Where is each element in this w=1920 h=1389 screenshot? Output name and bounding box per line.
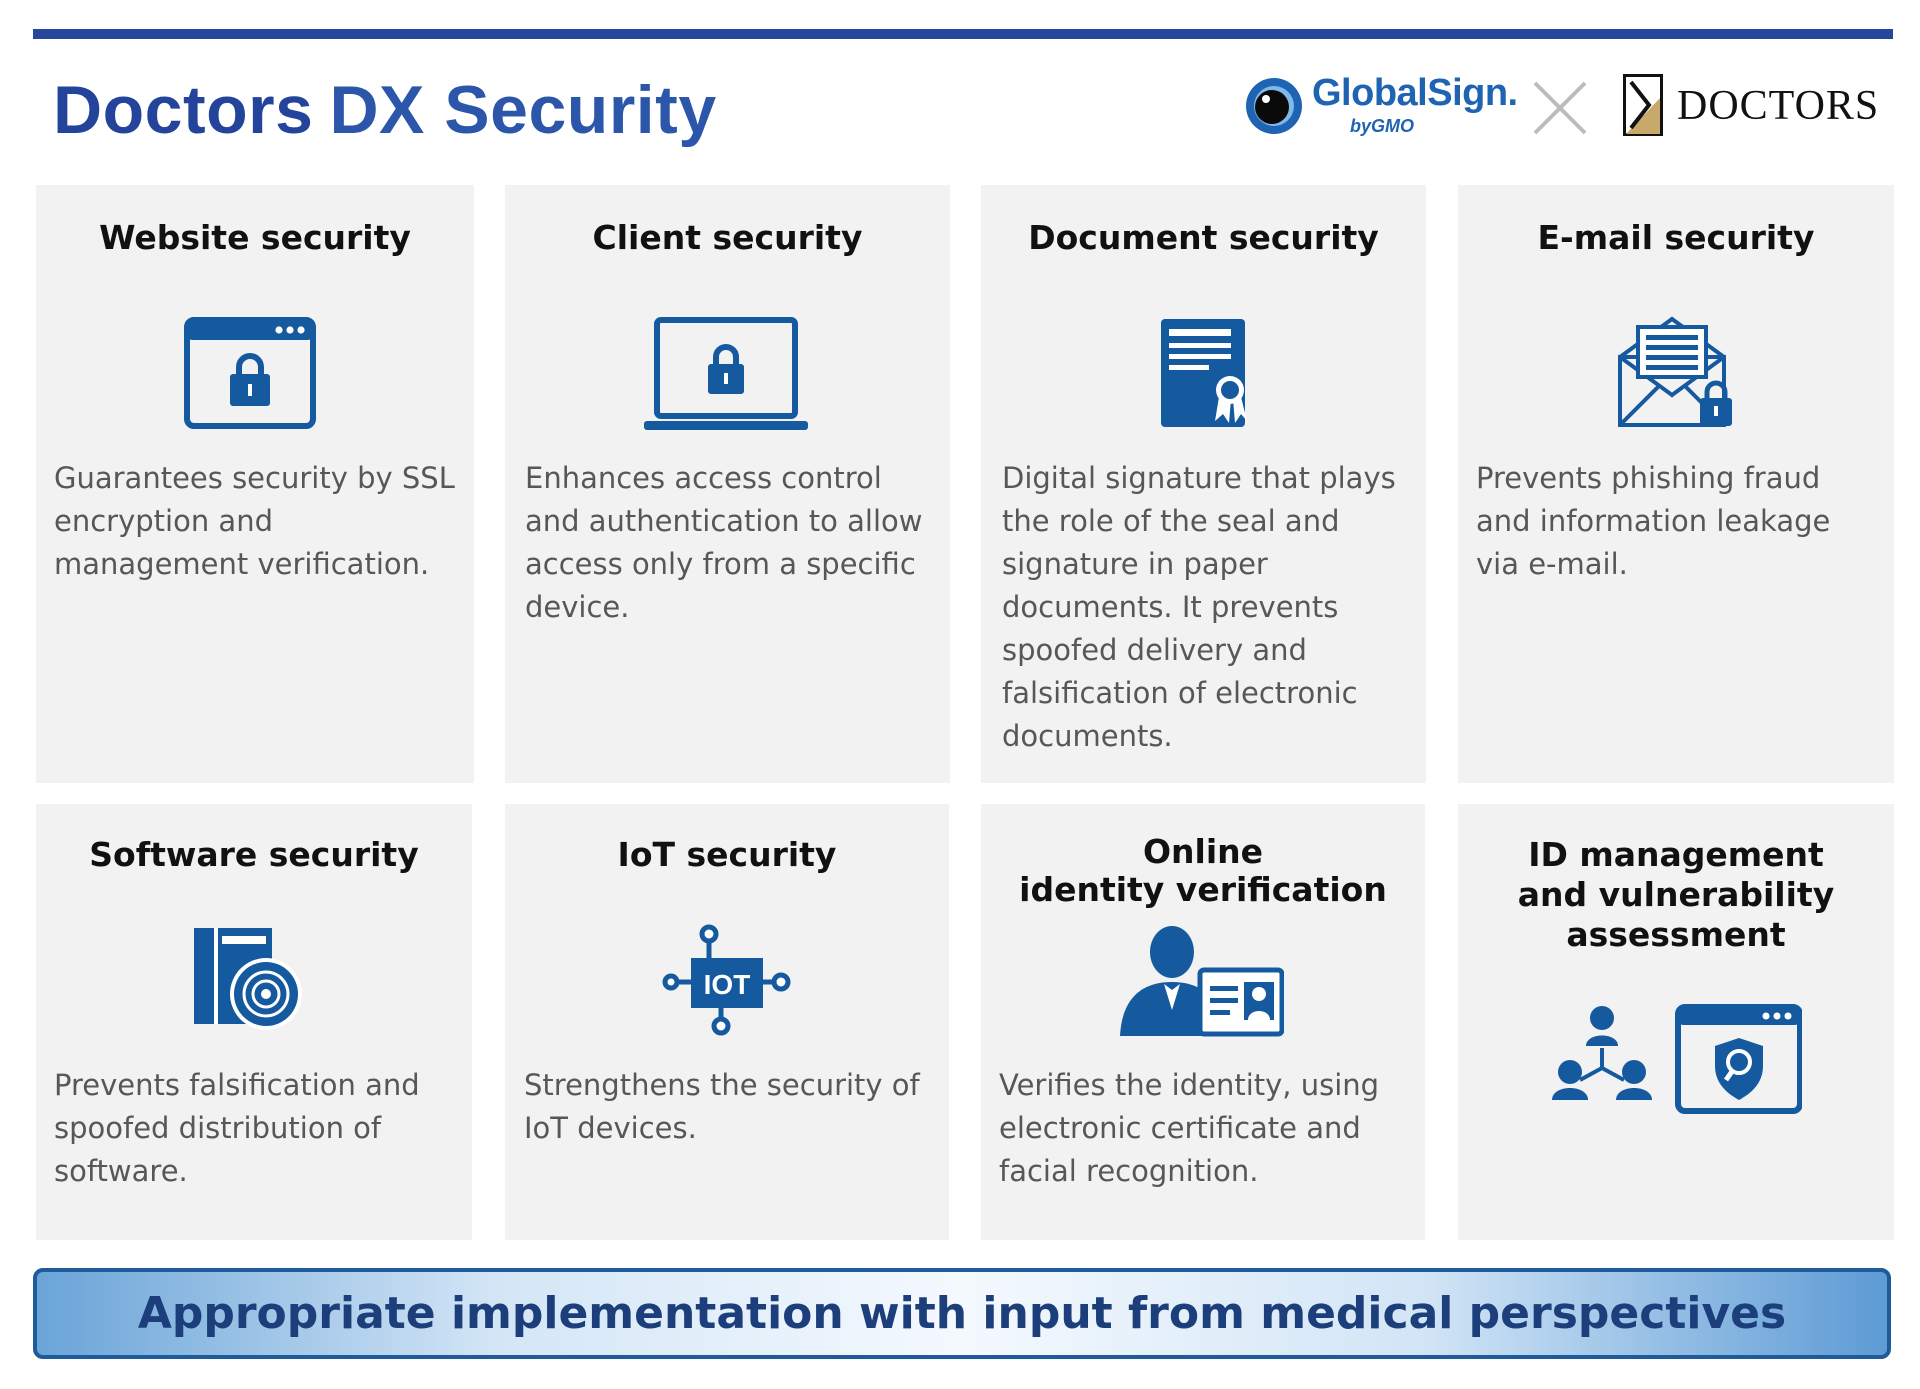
card-title: Online identity verification	[1019, 832, 1387, 909]
card-description: Prevents falsification and spoofed distr…	[54, 1068, 420, 1188]
card-description: Strengthens the security of IoT devices.	[524, 1068, 920, 1145]
card-title: ID management and vulnerability assessme…	[1517, 835, 1835, 954]
title-dx-security: DX Security	[329, 72, 717, 148]
card-description: Verifies the identity, using electronic …	[999, 1068, 1380, 1188]
card-description: Enhances access control and authenticati…	[525, 461, 923, 624]
network-shield-icon	[1552, 1004, 1802, 1114]
globalsign-by-gmo: byGMO	[1350, 116, 1415, 136]
title-doctors: Doctors	[53, 72, 314, 148]
card-website-security: Website security Guarantees security by …	[36, 185, 474, 783]
bottom-banner: Appropriate implementation with input fr…	[33, 1268, 1891, 1359]
card-id-management: ID management and vulnerability assessme…	[1458, 804, 1894, 1240]
doctors-logo-icon	[1623, 74, 1663, 136]
iot-chip-icon: IOT	[662, 924, 791, 1036]
card-client-security: Client security Enhances access control …	[505, 185, 950, 783]
envelope-lock-icon	[1618, 316, 1732, 427]
card-description: Digital signature that plays the role of…	[1002, 461, 1396, 753]
browser-lock-icon	[184, 317, 316, 429]
card-description: Prevents phishing fraud and information …	[1476, 461, 1831, 581]
card-document-security: Document security Digital signature that…	[981, 185, 1426, 783]
card-title: Software security	[89, 835, 419, 874]
person-id-card-icon	[1120, 926, 1284, 1037]
globalsign-wordmark: GlobalSign.	[1312, 72, 1518, 114]
card-online-identity-verification: Online identity verification Verifies th…	[981, 804, 1425, 1240]
certificate-document-icon	[1161, 319, 1247, 427]
partner-logos: GlobalSign. byGMO DOCTORS	[1240, 70, 1880, 150]
card-title: Website security	[99, 218, 411, 257]
globalsign-eye-icon	[1246, 78, 1302, 134]
top-rule	[33, 29, 1893, 39]
card-title: Client security	[592, 218, 863, 257]
svg-text:IOT: IOT	[704, 969, 751, 1000]
card-description: Guarantees security by SSL encryption an…	[54, 461, 455, 581]
card-title: E-mail security	[1537, 218, 1815, 257]
collaboration-x-icon	[1533, 81, 1587, 135]
laptop-lock-icon	[644, 317, 808, 430]
software-package-icon	[194, 928, 302, 1030]
card-software-security: Software security Prevents falsification…	[36, 804, 472, 1240]
card-email-security: E-mail security Prevents phishing fraud …	[1458, 185, 1894, 783]
doctors-wordmark: DOCTORS	[1677, 83, 1880, 129]
card-title: Document security	[1028, 218, 1379, 257]
banner-text: Appropriate implementation with input fr…	[137, 1288, 1787, 1339]
card-iot-security: IoT security IOT Strengthens the securit…	[505, 804, 949, 1240]
card-title: IoT security	[617, 835, 837, 874]
